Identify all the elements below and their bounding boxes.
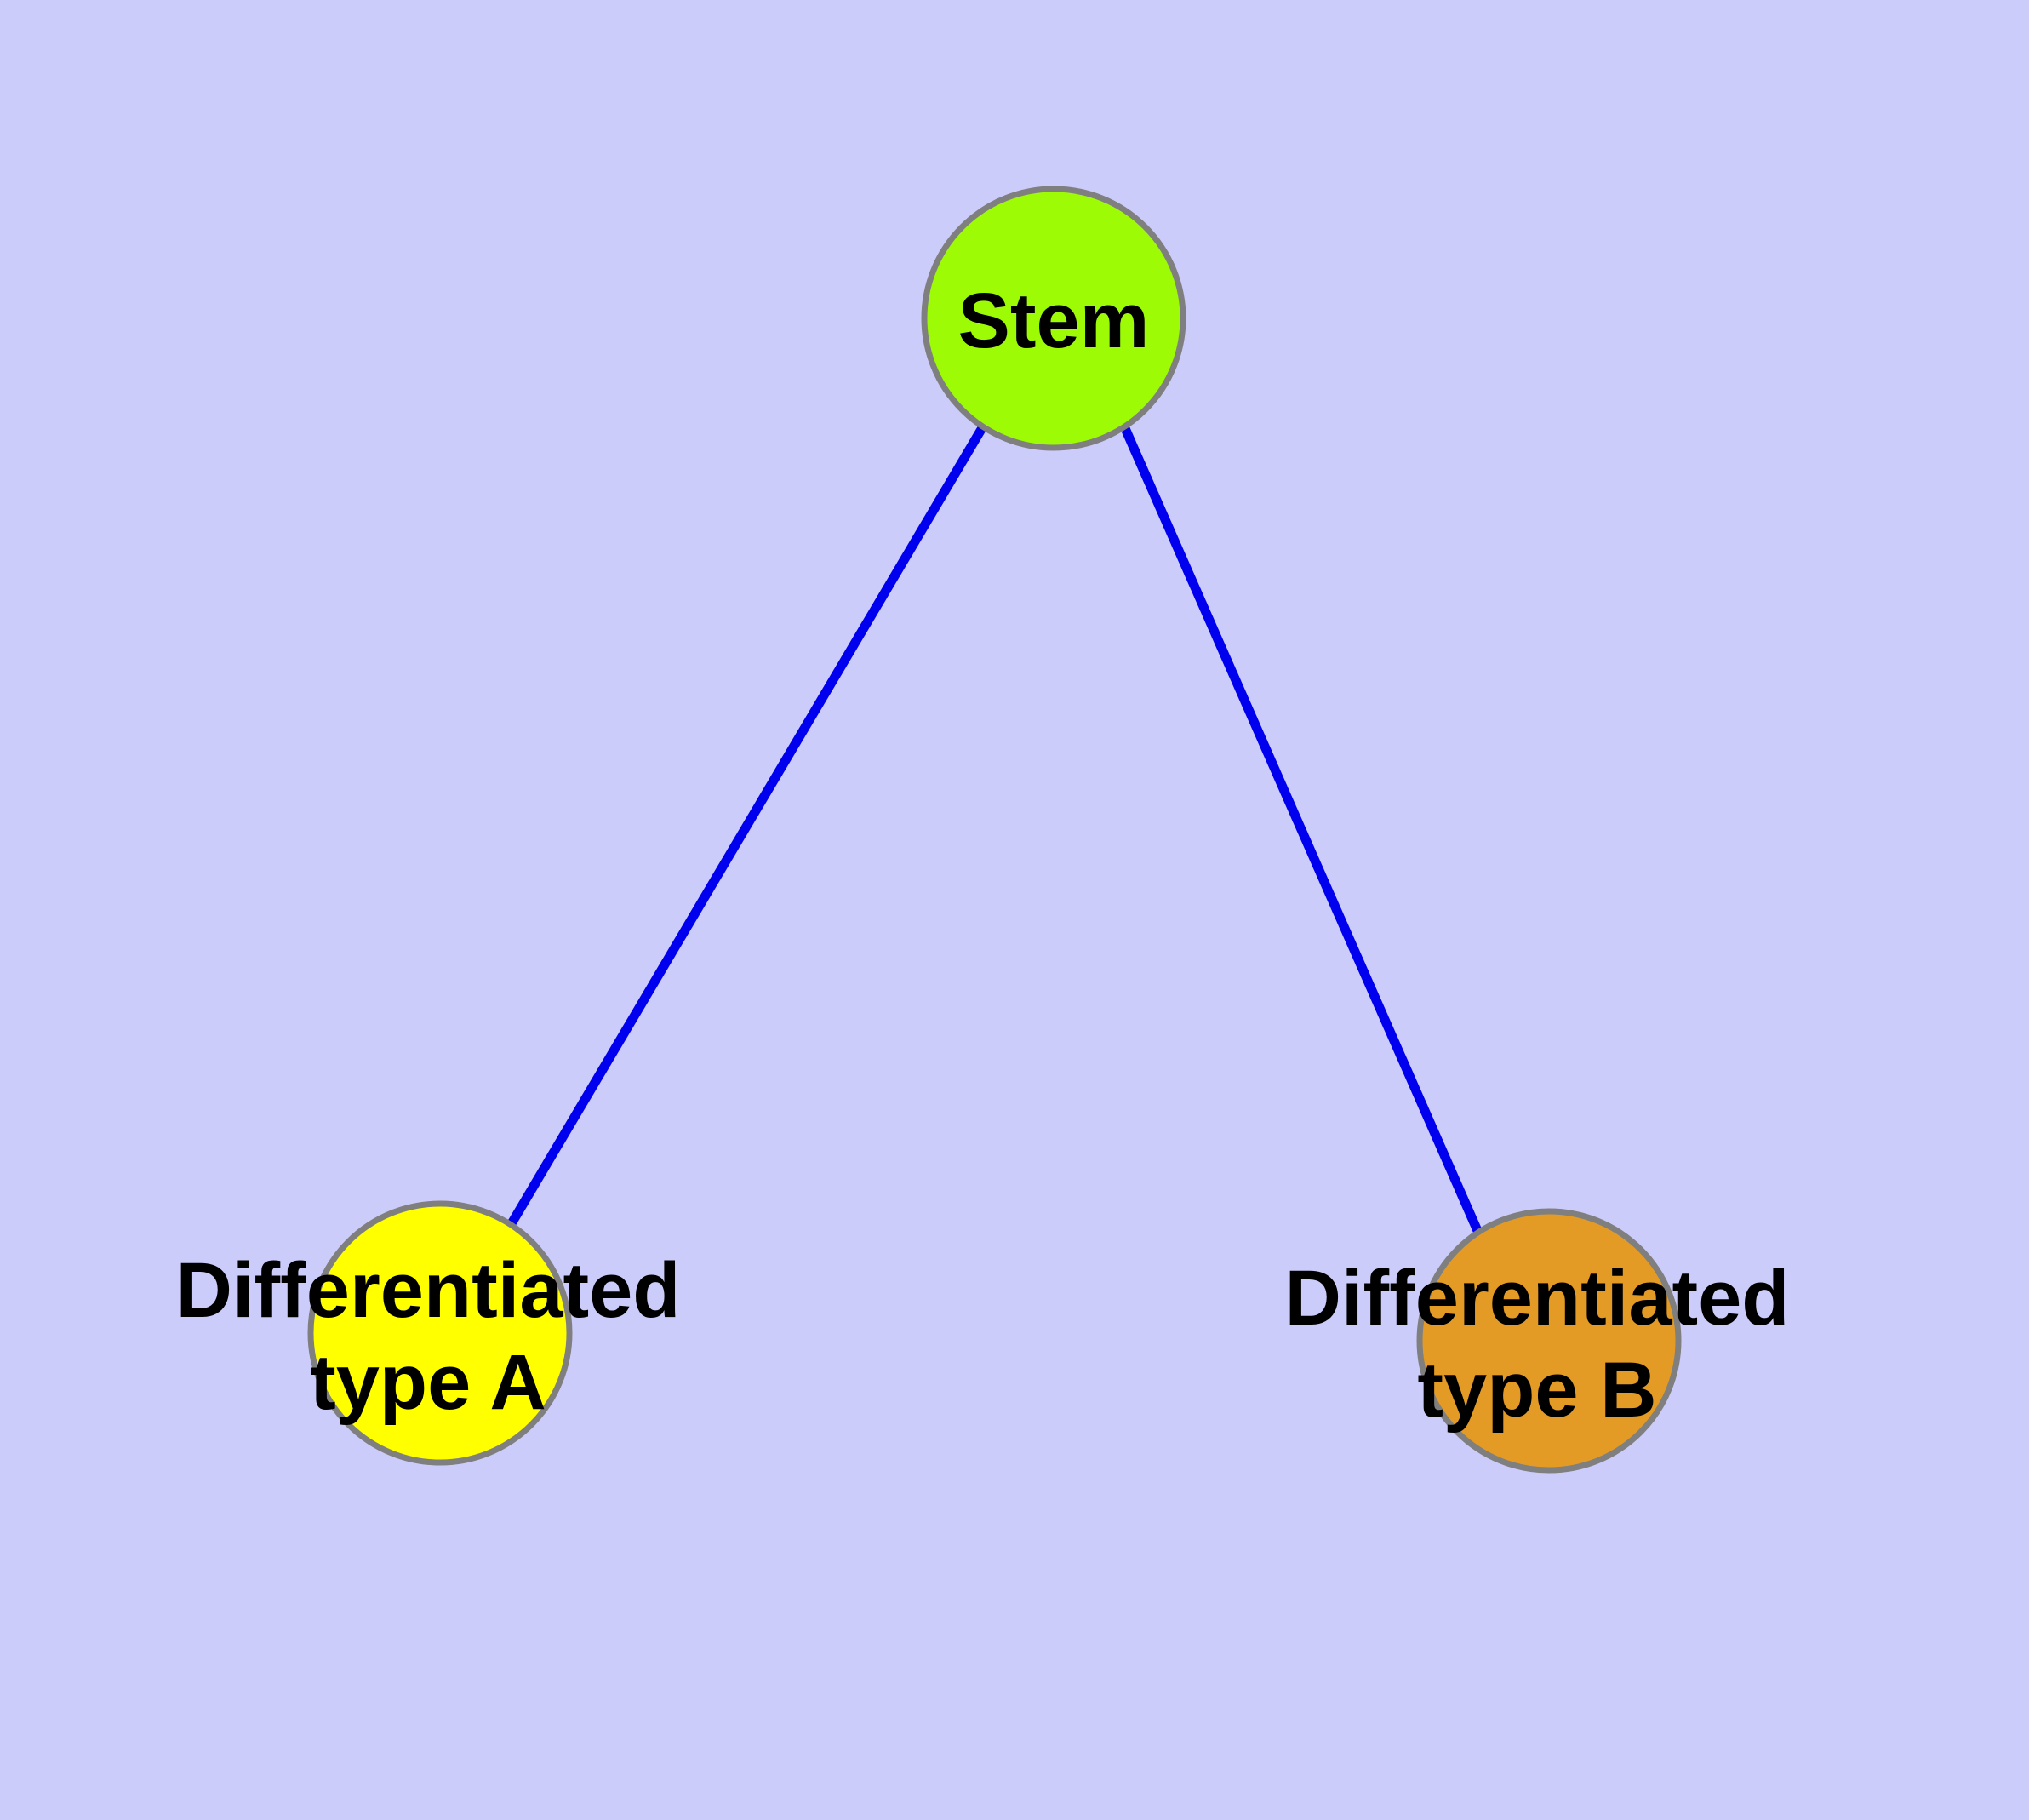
node-differentiated-type-b[interactable]: [1416, 1208, 1682, 1474]
node-label-stem: Stem: [958, 278, 1150, 364]
node-label-differentiated-type-a-line1: Differentiated: [176, 1247, 681, 1334]
labels-layer: Stem Differentiated type A Differentiate…: [176, 278, 1790, 1434]
edge-stem-to-differentiated-type-a[interactable]: [506, 424, 987, 1228]
node-label-differentiated-type-b-line2: type B: [1417, 1347, 1656, 1434]
node-stem[interactable]: [921, 186, 1186, 451]
nodes-layer: [307, 186, 1682, 1474]
node-label-differentiated-type-b-line1: Differentiated: [1285, 1255, 1790, 1342]
edges-layer: [506, 424, 1483, 1235]
node-differentiated-type-a[interactable]: [307, 1200, 573, 1466]
node-label-differentiated-type-a-line2: type A: [310, 1339, 546, 1426]
edge-stem-to-differentiated-type-b[interactable]: [1119, 424, 1483, 1235]
